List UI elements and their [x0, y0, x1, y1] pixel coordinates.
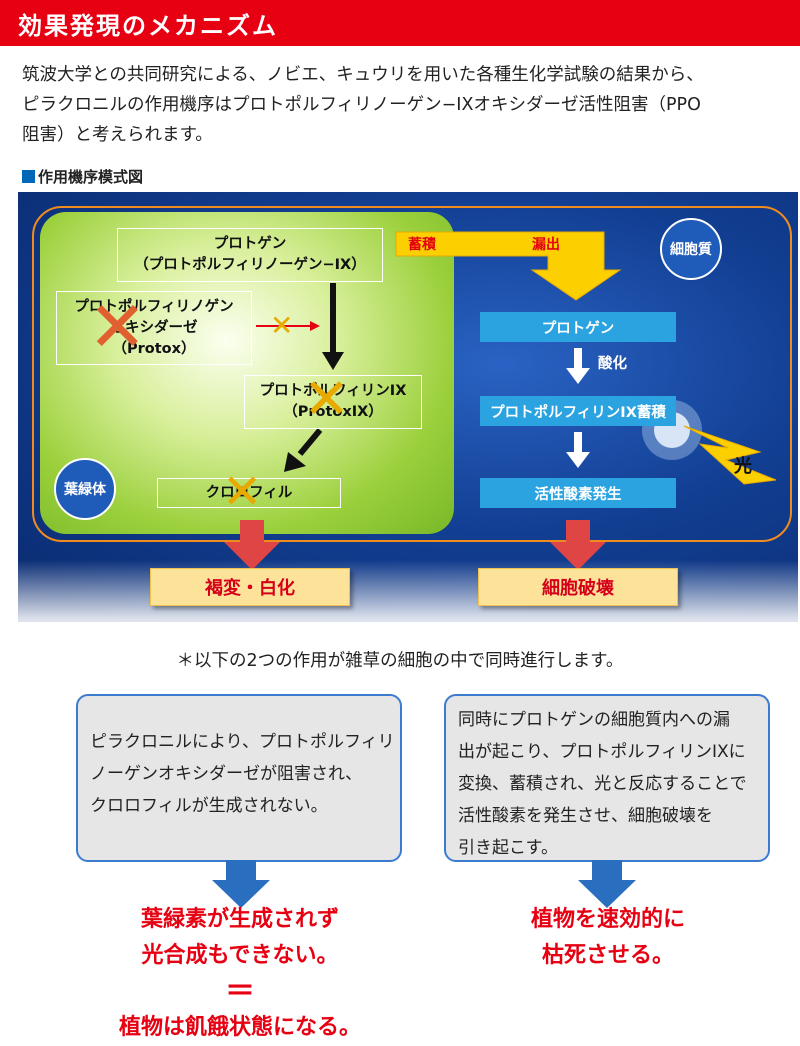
ros-box: 活性酸素発生: [480, 478, 676, 508]
right-explanation-panel: 同時にプロトゲンの細胞質内への漏 出が起こり、プロトポルフィリンIXに 変換、蓄…: [444, 694, 770, 862]
protogen-box: プロトゲン （プロトポルフィリノーゲン−IX）: [117, 228, 383, 282]
chlorophyll-box: クロロフィル: [157, 478, 341, 508]
panel-line: 引き起こす。: [458, 838, 558, 858]
section-header-bar: [0, 0, 800, 46]
red-arrow-icon: [256, 321, 320, 331]
black-diagonal-arrow-icon: [284, 428, 323, 472]
protox-label: （Protox）: [112, 340, 196, 357]
outcome-arrow-icon: [550, 520, 606, 570]
outcome-arrow-icon: [224, 520, 280, 570]
panel-line: 同時にプロトゲンの細胞質内への漏: [458, 710, 730, 730]
protogen-sublabel: （プロトポルフィリノーゲン−IX）: [134, 257, 366, 273]
protoporphyrin-accum-box: プロトポルフィリンIX蓄積: [480, 396, 676, 426]
oxidation-label: 酸化: [598, 356, 627, 372]
white-arrow-icon: [566, 432, 590, 468]
panel-line: 変換、蓄積され、光と反応することで: [458, 774, 747, 794]
left-explanation-panel: ピラクロニルにより、プロトポルフィリ ノーゲンオキシダーゼが阻害され、 クロロフ…: [76, 694, 402, 862]
outcome-browning: 褐変・白化: [150, 568, 350, 606]
chlorophyll-label: クロロフィル: [205, 484, 293, 501]
chloroplast-badge: 葉緑体: [54, 458, 116, 520]
protox-label: プロトポルフィリノゲン: [74, 298, 234, 315]
intro-line: 阻害）と考えられます。: [22, 125, 213, 145]
result-line: 枯死させる。: [541, 943, 674, 968]
leak-arrow-icon: [395, 231, 622, 301]
protoporphyrin-sublabel: （ProtoxIX）: [283, 404, 383, 420]
protoporphyrin-box: プロトポルフィリンIX （ProtoxIX）: [244, 375, 422, 429]
section-heading: 作用機序模式図: [22, 166, 143, 187]
intro-text: 筑波大学との共同研究による、ノビエ、キュウリを用いた各種生化学試験の結果から、 …: [22, 60, 792, 150]
left-result: 葉緑素が生成されず 光合成もできない。 ＝ 植物は飢餓状態になる。: [100, 902, 380, 1046]
panel-line: ピラクロニルにより、プロトポルフィリ: [90, 732, 395, 752]
cyto-protogen-box: プロトゲン: [480, 312, 676, 342]
cell-outline: [32, 206, 792, 542]
result-line: 植物は飢餓状態になる。: [118, 1015, 361, 1040]
inhibit-x-icon: ✕: [88, 286, 147, 368]
protoporphyrin-label: プロトポルフィリンIX: [259, 383, 407, 399]
block-x-icon: ✕: [270, 309, 294, 342]
blue-down-arrow-icon: [212, 860, 270, 908]
equals-sign: ＝: [225, 974, 255, 1009]
result-line: 光合成もできない。: [141, 943, 339, 968]
panel-line: クロロフィルが生成されない。: [90, 796, 328, 816]
outcome-cell-destruction: 細胞破壊: [478, 568, 678, 606]
cytoplasm-badge: 細胞質: [660, 218, 722, 280]
result-arrows: [212, 860, 636, 908]
page-title: 効果発現のメカニズム: [18, 12, 278, 40]
result-line: 葉緑素が生成されず: [140, 907, 339, 932]
black-arrow-icon: [322, 283, 344, 370]
section-heading-label: 作用機序模式図: [38, 168, 144, 186]
leak-label: 漏出: [532, 237, 560, 253]
panel-line: 活性酸素を発生させ、細胞破壊を: [458, 806, 713, 826]
intro-line: 筑波大学との共同研究による、ノビエ、キュウリを用いた各種生化学試験の結果から、: [22, 65, 704, 85]
blue-down-arrow-icon: [578, 860, 636, 908]
panel-line: ノーゲンオキシダーゼが阻害され、: [90, 764, 363, 784]
simultaneous-note: ＊以下の2つの作用が雑草の細胞の中で同時進行します。: [176, 651, 624, 671]
block-x-icon: ✕: [222, 464, 263, 520]
result-line: 植物を速効的に: [530, 907, 685, 932]
protogen-label: プロトゲン: [213, 236, 287, 252]
light-label: 光: [734, 456, 752, 477]
white-arrow-icon: [566, 348, 590, 384]
panel-line: 出が起こり、プロトポルフィリンIXに: [458, 742, 746, 762]
block-x-icon: ✕: [303, 367, 350, 432]
square-bullet-icon: [22, 170, 35, 183]
protox-box: プロトポルフィリノゲン オキシダーゼ （Protox）: [56, 291, 252, 365]
intro-line: ピラクロニルの作用機序はプロトポルフィリノーゲン−IXオキシダーゼ活性阻害（PP…: [22, 95, 701, 115]
accumulate-label: 蓄積: [408, 237, 436, 253]
right-result: 植物を速効的に 枯死させる。: [468, 902, 748, 974]
protox-label: オキシダーゼ: [110, 319, 198, 336]
